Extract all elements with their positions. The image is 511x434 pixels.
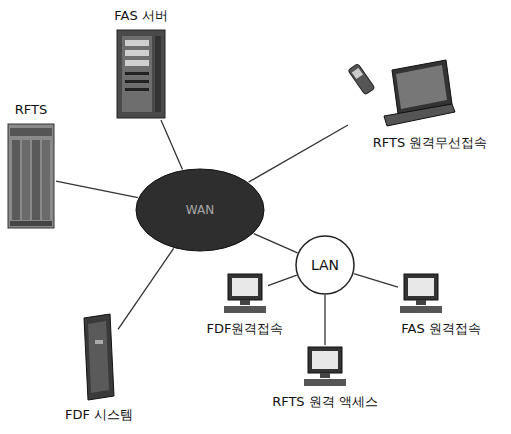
pc-icon bbox=[224, 274, 266, 313]
wan-cloud: WAN bbox=[135, 168, 265, 252]
node-label: FAS 서버 bbox=[114, 8, 168, 24]
network-link bbox=[325, 295, 326, 345]
wireless-node: RFTS 원격무선접속 bbox=[348, 58, 456, 130]
network-link bbox=[118, 248, 174, 329]
server-icon bbox=[117, 30, 165, 118]
network-link bbox=[56, 181, 138, 197]
network-link bbox=[254, 234, 298, 253]
server-node: FAS 서버 bbox=[115, 28, 167, 120]
fdf-node: FDF 시스템 bbox=[80, 312, 118, 402]
pc-icon bbox=[304, 347, 346, 386]
network-link bbox=[161, 120, 182, 170]
pc-icon bbox=[400, 274, 442, 313]
node-label: WAN bbox=[186, 202, 214, 218]
node-label: LAN bbox=[311, 257, 339, 273]
label-holder: WAN bbox=[135, 168, 265, 252]
node-label: RFTS 원격 액세스 bbox=[272, 394, 378, 410]
pc-node: FAS 원격접속 bbox=[398, 272, 444, 316]
node-label: RFTS 원격무선접속 bbox=[373, 135, 488, 151]
lan-circle: LAN bbox=[295, 235, 355, 295]
network-link bbox=[249, 125, 348, 182]
node-label: FAS 원격접속 bbox=[401, 321, 481, 337]
rack-icon bbox=[8, 124, 54, 228]
node-label: FDF 시스템 bbox=[65, 407, 133, 423]
node-label: RFTS bbox=[15, 102, 47, 118]
pc-node: RFTS 원격 액세스 bbox=[302, 345, 348, 389]
network-link bbox=[268, 275, 297, 285]
wireless-laptop-icon bbox=[348, 60, 455, 126]
label-holder: LAN bbox=[295, 235, 355, 295]
rack-node: RFTS bbox=[6, 122, 56, 230]
fdf-cabinet-icon bbox=[84, 314, 114, 400]
network-link bbox=[354, 274, 398, 287]
node-label: FDF원격접속 bbox=[207, 321, 284, 337]
pc-node: FDF원격접속 bbox=[222, 272, 268, 316]
